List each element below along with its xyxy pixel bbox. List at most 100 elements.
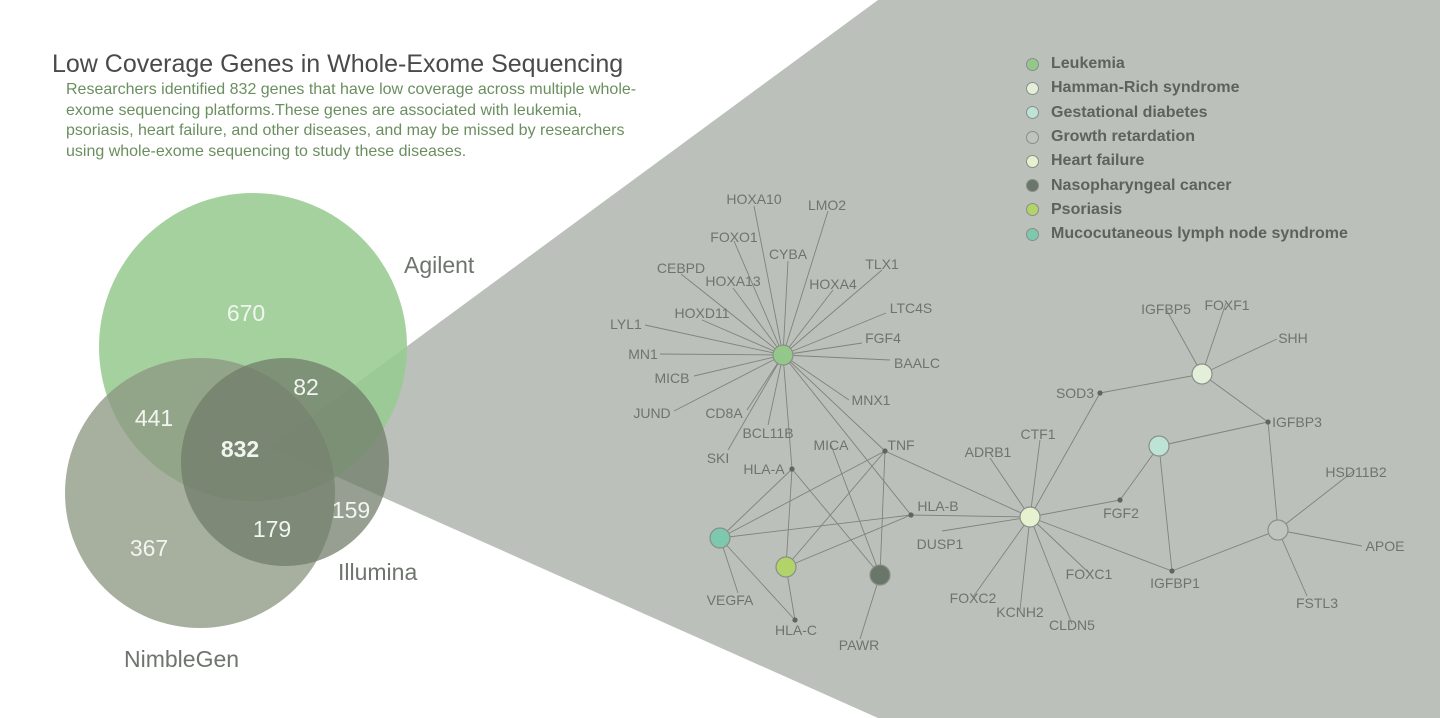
network-edges bbox=[644, 205, 1363, 640]
gene-label: SKI bbox=[707, 450, 730, 466]
disease-hub-node bbox=[709, 527, 731, 549]
network-edge bbox=[1277, 529, 1308, 597]
network-edge bbox=[1119, 445, 1160, 501]
network-edge bbox=[1165, 308, 1203, 375]
legend-item: Gestational diabetes bbox=[1026, 101, 1348, 125]
gene-label: TNF bbox=[887, 437, 914, 453]
legend-label: Leukemia bbox=[1051, 55, 1125, 73]
gene-node-dot bbox=[792, 617, 798, 623]
gene-label: LMO2 bbox=[808, 197, 846, 213]
network-edge bbox=[719, 537, 796, 621]
gene-node-dot bbox=[882, 448, 888, 454]
gene-label: FOXC1 bbox=[1066, 566, 1113, 582]
gene-label: CTF1 bbox=[1021, 426, 1056, 442]
legend-item: Nasopharyngeal cancer bbox=[1026, 173, 1348, 197]
disease-hub-node bbox=[775, 556, 797, 578]
network-edge bbox=[791, 468, 881, 576]
network-edge bbox=[1029, 516, 1073, 625]
network-edge bbox=[785, 468, 793, 568]
gene-node-dot bbox=[1169, 568, 1175, 574]
legend-item: Heart failure bbox=[1026, 149, 1348, 173]
network-edge bbox=[782, 289, 834, 356]
gene-label: TLX1 bbox=[865, 256, 899, 272]
legend-swatch-icon bbox=[1026, 106, 1039, 120]
gene-label: HOXD11 bbox=[675, 305, 730, 321]
gene-label: CEBPD bbox=[657, 260, 705, 276]
gene-label: KCNH2 bbox=[996, 604, 1044, 620]
network-edge bbox=[782, 312, 887, 356]
network-edge bbox=[1029, 499, 1121, 518]
network-edge bbox=[1029, 516, 1173, 572]
network-edge bbox=[1201, 302, 1227, 375]
venn-label-nimblegen: NimbleGen bbox=[124, 646, 239, 672]
gene-label: CLDN5 bbox=[1049, 617, 1095, 633]
legend-swatch-icon bbox=[1026, 154, 1039, 168]
gene-node-dot bbox=[908, 512, 914, 518]
gene-label: IGFBP1 bbox=[1150, 575, 1200, 591]
network-edge bbox=[746, 354, 784, 411]
network-edge bbox=[782, 354, 912, 516]
gene-label: FOXC2 bbox=[950, 590, 997, 606]
network-edge bbox=[785, 450, 886, 568]
gene-label: ADRB1 bbox=[965, 444, 1012, 460]
gene-node-dot bbox=[789, 466, 795, 472]
network-edge bbox=[680, 273, 784, 356]
legend-item: Leukemia bbox=[1026, 52, 1348, 76]
gene-label: CYBA bbox=[769, 246, 808, 262]
gene-label: FSTL3 bbox=[1296, 595, 1338, 611]
gene-label: HOXA10 bbox=[726, 191, 781, 207]
network-edge bbox=[782, 354, 850, 401]
network-edge bbox=[782, 342, 863, 356]
network-edge bbox=[1029, 439, 1041, 518]
network-edge bbox=[830, 444, 881, 576]
gene-label: FGF4 bbox=[865, 330, 901, 346]
network-edge bbox=[727, 354, 784, 451]
gene-label: MICA bbox=[814, 437, 850, 453]
gene-label: HLA-B bbox=[917, 498, 958, 514]
gene-label: MICB bbox=[655, 370, 690, 386]
disease-hub-node bbox=[1148, 435, 1170, 457]
network-edge bbox=[1029, 516, 1090, 574]
gene-label: FGF2 bbox=[1103, 505, 1139, 521]
legend-label: Hamman-Rich syndrome bbox=[1051, 79, 1240, 97]
network-edge bbox=[941, 516, 1031, 532]
network-edge bbox=[733, 240, 784, 356]
gene-label: MN1 bbox=[628, 346, 658, 362]
venn-agilent-nimblegen: 441 bbox=[135, 405, 173, 431]
legend-item: Hamman-Rich syndrome bbox=[1026, 76, 1348, 100]
network-edge bbox=[1171, 529, 1279, 572]
gene-label: FOXO1 bbox=[710, 229, 758, 245]
gene-label: HLA-A bbox=[743, 461, 785, 477]
network-panel bbox=[270, 0, 1440, 718]
legend-label: Heart failure bbox=[1051, 152, 1145, 170]
venn-label-illumina: Illumina bbox=[338, 559, 417, 585]
gene-label: HLA-C bbox=[775, 622, 817, 638]
network-edge bbox=[732, 287, 784, 356]
network-edge bbox=[659, 353, 784, 356]
network-edge bbox=[782, 354, 793, 470]
network-edge bbox=[1158, 421, 1269, 447]
venn-agilent-illumina: 82 bbox=[293, 374, 319, 400]
network-edge bbox=[767, 354, 784, 426]
legend-label: Nasopharyngeal cancer bbox=[1051, 176, 1232, 194]
legend-label: Mucocutaneous lymph node syndrome bbox=[1051, 225, 1348, 243]
network-edge bbox=[693, 354, 784, 377]
gene-label: APOE bbox=[1366, 538, 1405, 554]
network-edge bbox=[910, 514, 1031, 518]
legend-label: Gestational diabetes bbox=[1051, 103, 1208, 121]
venn-illumina-only: 159 bbox=[332, 497, 370, 523]
disease-hub-node bbox=[869, 564, 891, 586]
gene-label: BAALC bbox=[894, 355, 940, 371]
gene-label: FOXF1 bbox=[1204, 297, 1249, 313]
venn-nimblegen-illumina: 179 bbox=[253, 516, 291, 542]
network-edge bbox=[719, 450, 886, 539]
network-edge bbox=[753, 205, 784, 356]
network-edge bbox=[782, 354, 891, 361]
disease-hub-node bbox=[1191, 363, 1213, 385]
gene-label: HSD11B2 bbox=[1325, 464, 1386, 480]
gene-label: CD8A bbox=[705, 405, 743, 421]
